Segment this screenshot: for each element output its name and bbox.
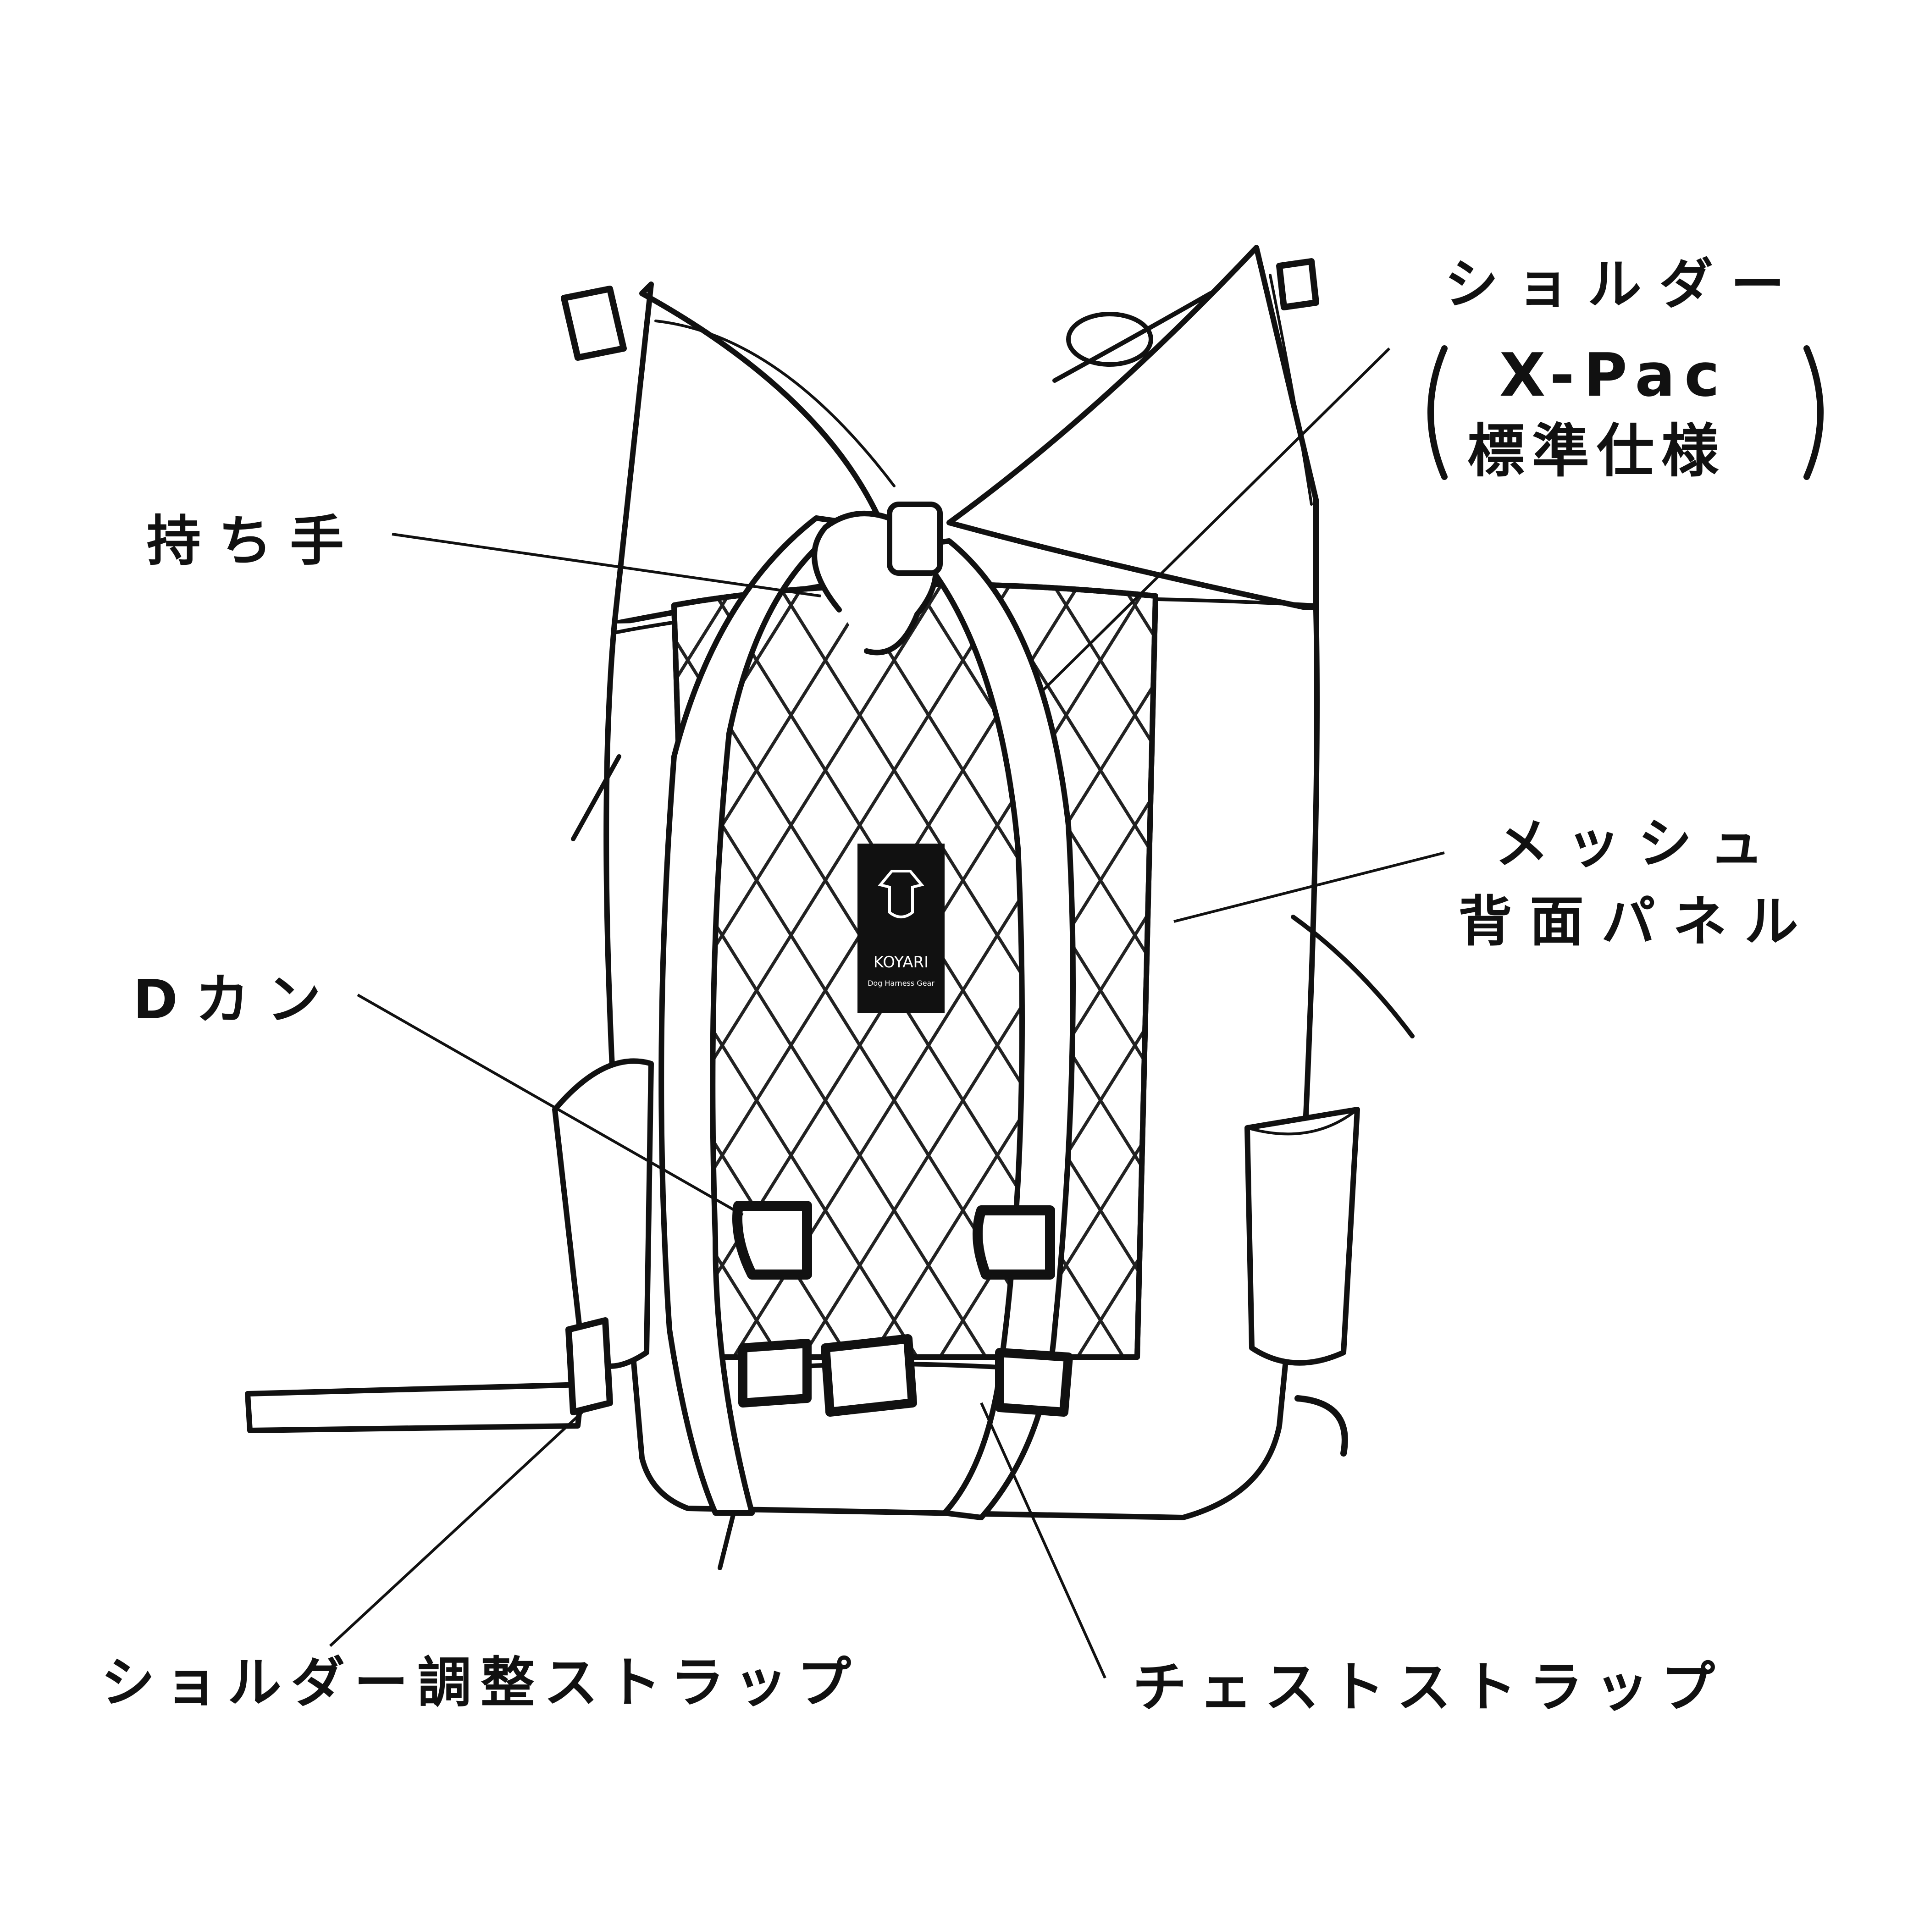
left-paren	[1431, 348, 1444, 477]
shoulder-adjust-strap	[248, 1385, 582, 1430]
left-d-ring	[737, 1206, 807, 1275]
left-strap-slider	[743, 1343, 807, 1403]
right-d-ring	[978, 1210, 1050, 1275]
label-shoulder-line3: 標準仕様	[1467, 417, 1726, 486]
right-top-clip	[1279, 261, 1316, 307]
chest-buckle	[825, 1339, 912, 1412]
right-top-flap	[949, 248, 1316, 610]
leader-shoulder-adjust	[330, 1412, 582, 1646]
left-side-buckle	[569, 1320, 610, 1412]
brand-sub: Dog Harness Gear	[868, 979, 935, 988]
label-shoulder-adjust: ショルダー調整ストラップ	[101, 1650, 860, 1716]
left-top-clip	[564, 289, 624, 358]
right-strap-slider	[1000, 1352, 1068, 1412]
label-shoulder-line1: ショルダー	[1444, 252, 1802, 317]
brand-patch: KOYARI Dog Harness Gear	[857, 844, 945, 1013]
label-shoulder-line2: X-Pac	[1499, 339, 1729, 411]
label-handle: 持ち手	[147, 509, 361, 574]
brand-name: KOYARI	[874, 953, 929, 972]
label-mesh-line2: 背面パネル	[1458, 889, 1816, 955]
right-paren	[1807, 348, 1820, 477]
right-lower-loop	[1298, 1398, 1345, 1453]
label-chest-strap: チェストストラップ	[1133, 1655, 1727, 1720]
label-mesh-line1: メッシュ	[1495, 811, 1781, 877]
right-side-pocket	[1247, 1110, 1357, 1363]
label-d-ring: Dカン	[133, 967, 338, 1032]
